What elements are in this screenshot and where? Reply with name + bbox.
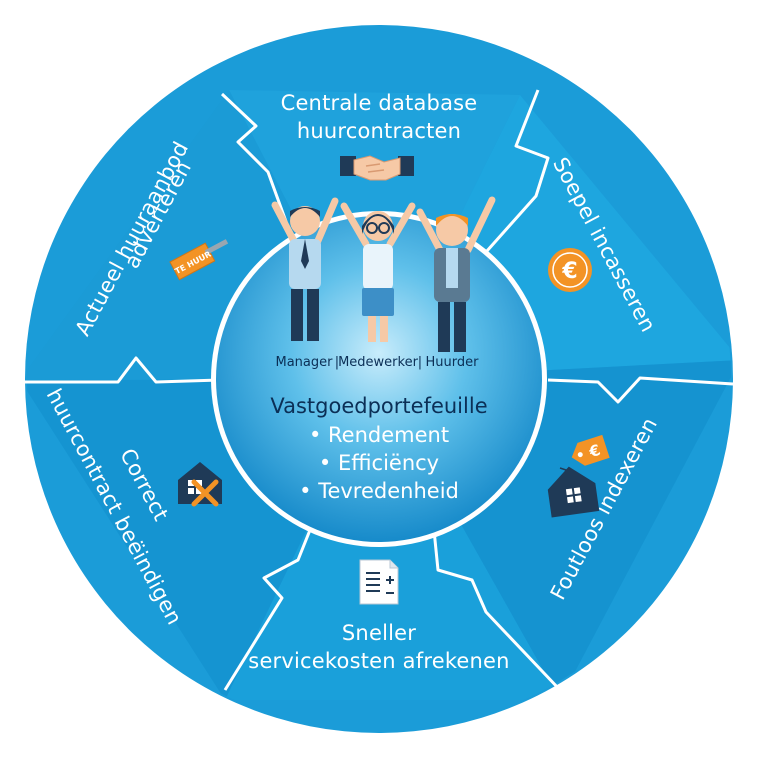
divider-left <box>24 356 221 384</box>
divider-right <box>547 376 734 404</box>
center-item-1: • Rendement <box>309 423 449 447</box>
document-icon <box>359 559 399 605</box>
house-icon <box>547 466 600 518</box>
handshake-icon <box>340 155 414 181</box>
segment-bottom-line2: servicekosten afrekenen <box>248 649 509 673</box>
divider-bottom-left <box>223 519 316 691</box>
house-cross-icon <box>178 462 222 507</box>
center-item-3: • Tevredenheid <box>299 479 459 503</box>
role-employee: Medewerker <box>338 355 419 370</box>
divider-bottom-right <box>432 529 562 692</box>
role-separator-2: | <box>418 355 422 370</box>
center-item-2: • Efficiëncy <box>319 451 439 475</box>
role-tenant: Huurder <box>426 355 480 370</box>
center-title: Vastgoedportefeuille <box>270 394 487 418</box>
role-manager: Manager <box>276 355 334 370</box>
euro-tag-symbol: € <box>586 441 602 462</box>
tenant-figure <box>416 196 496 352</box>
manager-figure <box>271 197 339 341</box>
divider-top-left <box>220 92 302 261</box>
segment-top-line1: Centrale database <box>281 91 478 115</box>
role-separator-1: | <box>335 355 339 370</box>
segment-top-line2: huurcontracten <box>297 119 461 143</box>
euro-coin-symbol: € <box>561 259 577 284</box>
euro-price-tag-icon: € <box>571 434 610 466</box>
euro-coin-icon: € <box>548 248 592 292</box>
employee-figure <box>340 202 416 342</box>
segment-bottom-line1: Sneller <box>342 621 416 645</box>
people-illustration <box>271 196 496 352</box>
divider-top-right <box>468 89 550 271</box>
segment-dividers <box>24 89 734 692</box>
